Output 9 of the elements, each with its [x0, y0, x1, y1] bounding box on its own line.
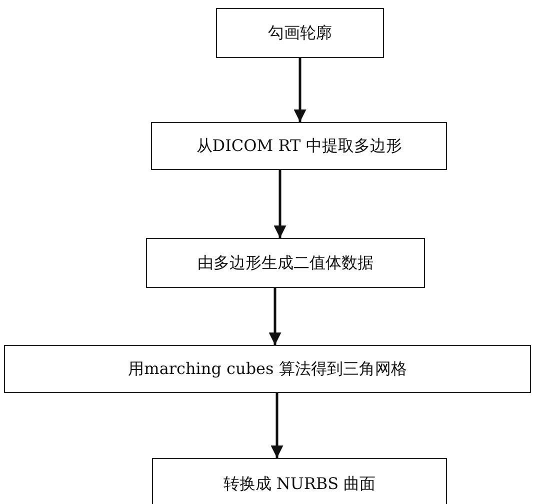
process-box: 勾画轮廓: [216, 8, 384, 58]
arrow: [274, 170, 286, 238]
process-box: 转换成 NURBS 曲面: [152, 458, 447, 504]
process-box: 从DICOM RT 中提取多边形: [151, 122, 447, 170]
process-box: 由多边形生成二值体数据: [146, 238, 425, 288]
arrow: [270, 393, 284, 458]
arrow: [294, 58, 306, 122]
arrow: [268, 288, 282, 345]
process-box: 用marching cubes 算法得到三角网格: [4, 345, 531, 393]
